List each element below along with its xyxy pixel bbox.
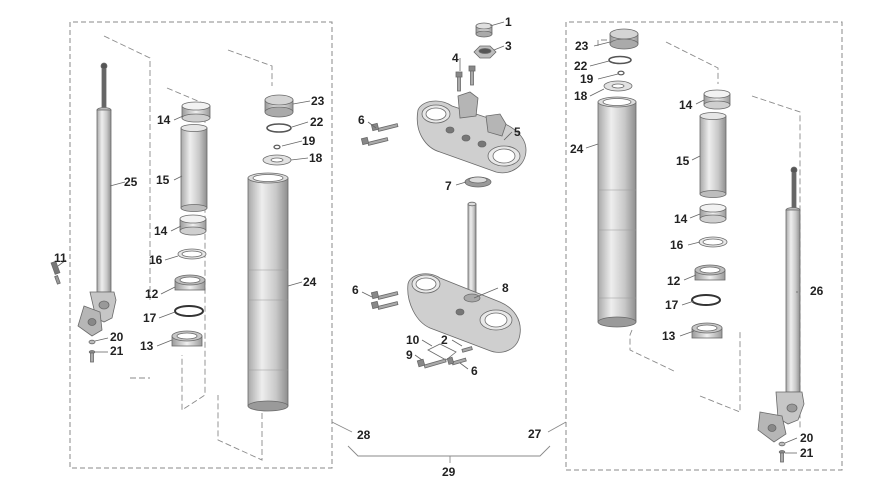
bushing-14-upper-right: [703, 89, 731, 110]
callout-6-lower: 6: [352, 283, 359, 297]
left-fork-guides: [103, 35, 273, 461]
callout-7: 7: [445, 179, 452, 193]
callout-23-right: 23: [575, 39, 589, 53]
callout-6-upper: 6: [358, 113, 365, 127]
callout-17-left: 17: [143, 311, 157, 325]
callout-29: 29: [442, 465, 456, 479]
bushing-14-lower-right: [699, 203, 727, 224]
outer-tube-24-left: [247, 172, 289, 412]
lower-triple-clamp-8: [407, 201, 521, 353]
circlip-17-right: [691, 294, 721, 306]
callout-5: 5: [514, 125, 521, 139]
bolt-2: [461, 346, 473, 353]
bolt-9: [416, 358, 447, 369]
callout-18-left: 18: [309, 151, 323, 165]
clamp-bolt-6-lower-a: [370, 290, 399, 300]
callout-labels: 25 11 20 21 14 15 14 16 12 17 13 23 22 1…: [54, 15, 824, 479]
steering-cap-1: [475, 22, 493, 38]
bleed-screw-11: [50, 260, 61, 285]
callout-14-right-upper: 14: [679, 98, 693, 112]
callout-28: 28: [357, 428, 371, 442]
washer-20-right: [778, 441, 786, 447]
steering-nut-3: [473, 45, 497, 59]
callout-19-left: 19: [302, 134, 316, 148]
callout-15-left: 15: [156, 173, 170, 187]
callout-6-bottom: 6: [471, 364, 478, 378]
callout-1: 1: [505, 15, 512, 29]
callout-14-left-lower: 14: [154, 224, 168, 238]
spacer-15-right: [699, 112, 727, 198]
callout-21-left: 21: [110, 344, 124, 358]
callout-24-left: 24: [303, 275, 317, 289]
callout-4: 4: [452, 51, 459, 65]
bracket-10: [427, 343, 457, 361]
inner-tube-25: [77, 62, 117, 337]
callout-12-left: 12: [145, 287, 159, 301]
bearing-7: [464, 176, 492, 188]
washer-16-left: [177, 248, 207, 260]
oil-seal-12-right: [694, 264, 726, 281]
washer-20-left: [88, 339, 96, 345]
clamp-bolt-6-upper-b: [360, 136, 389, 146]
callout-8: 8: [502, 281, 509, 295]
dust-seal-13-left: [171, 330, 203, 347]
washer-19-left: [273, 144, 281, 150]
callout-11: 11: [54, 251, 67, 265]
callout-23-left: 23: [311, 94, 325, 108]
callout-22-right: 22: [574, 59, 588, 73]
washer-16-right: [698, 236, 728, 248]
inner-tube-26: [757, 166, 805, 443]
o-ring-22-right: [608, 55, 632, 65]
callout-13-left: 13: [140, 339, 154, 353]
bolt-4-a: [455, 71, 463, 92]
callout-17-right: 17: [665, 298, 679, 312]
callout-3: 3: [505, 39, 512, 53]
dust-seal-13-right: [691, 322, 723, 339]
left-fork-frame: [69, 21, 333, 469]
oil-seal-12-left: [174, 274, 206, 291]
leader-lines: [57, 21, 798, 454]
washer-18-right: [603, 80, 633, 92]
callout-12-right: 12: [667, 274, 681, 288]
callout-25: 25: [124, 175, 138, 189]
callout-27: 27: [528, 427, 542, 441]
callout-13-right: 13: [662, 329, 676, 343]
callout-21-right: 21: [800, 446, 814, 460]
callout-9: 9: [406, 348, 413, 362]
bolt-4-b: [468, 65, 476, 86]
washer-19-right: [617, 70, 625, 76]
callout-26: 26: [810, 284, 824, 298]
o-ring-22-left: [266, 123, 292, 133]
circlip-17-left: [174, 305, 204, 317]
callout-20-right: 20: [800, 431, 814, 445]
spacer-15-left: [180, 124, 208, 212]
callout-16-left: 16: [149, 253, 163, 267]
outer-tube-24-right: [597, 96, 637, 328]
fork-cap-23-right: [609, 28, 639, 50]
callout-2: 2: [441, 333, 448, 347]
fork-cap-23-left: [264, 94, 294, 118]
callout-16-right: 16: [670, 238, 684, 252]
clamp-bolt-6-bottom: [446, 356, 467, 366]
clamp-bolt-6-lower-b: [370, 300, 399, 310]
callout-14-right-lower: 14: [674, 212, 688, 226]
callout-14-left-upper: 14: [157, 113, 171, 127]
callout-22-left: 22: [310, 115, 324, 129]
callout-19-right: 19: [580, 72, 594, 86]
callout-24-right: 24: [570, 142, 584, 156]
upper-triple-clamp-5: [416, 91, 527, 174]
callout-15-right: 15: [676, 154, 690, 168]
callout-10: 10: [406, 333, 420, 347]
callout-18-right: 18: [574, 89, 588, 103]
screw-21-right: [778, 450, 786, 463]
group-brackets: [331, 421, 567, 463]
right-fork-frame: [565, 21, 843, 471]
washer-18-left: [262, 154, 292, 166]
callout-20-left: 20: [110, 330, 124, 344]
bushing-14-lower-left: [179, 214, 207, 236]
bushing-14-upper-left: [181, 101, 211, 123]
screw-21-left: [88, 350, 96, 363]
